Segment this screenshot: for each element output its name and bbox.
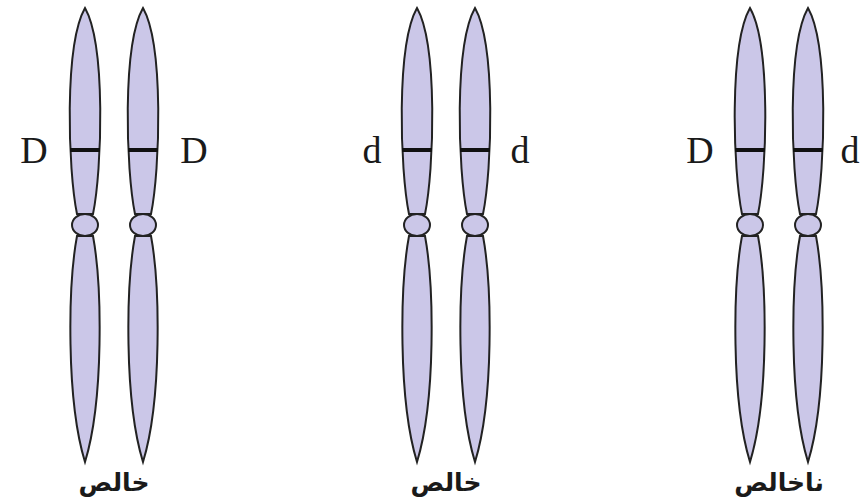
gene-locus-band: [460, 148, 490, 152]
chromosome-arm: [793, 236, 822, 462]
centromere: [795, 214, 821, 236]
genotype-caption: ناخالص: [734, 469, 824, 497]
genotype-caption: خالص: [79, 469, 150, 497]
allele-letter: d: [511, 131, 530, 169]
allele-letter: D: [180, 131, 207, 169]
chromosome-arm: [70, 8, 101, 214]
chromosome-arm: [70, 236, 99, 462]
chromosome-arm: [460, 8, 491, 214]
allele-letter: D: [686, 131, 713, 169]
allele-letter: d: [363, 131, 382, 169]
allele-letter: d: [841, 131, 860, 169]
gene-locus-band: [70, 148, 100, 152]
allele-letter: D: [20, 131, 47, 169]
chromosome-arm: [735, 236, 764, 462]
gene-locus-band: [128, 148, 158, 152]
chromosome-arm: [128, 8, 159, 214]
chromosome-arm: [402, 8, 433, 214]
chromosome-arm: [402, 236, 431, 462]
gene-locus-band: [402, 148, 432, 152]
chromosome-arm: [735, 8, 766, 214]
chromosome-arm: [793, 8, 824, 214]
centromere: [737, 214, 763, 236]
chromosome-arm: [460, 236, 489, 462]
centromere: [404, 214, 430, 236]
gene-locus-band: [793, 148, 823, 152]
gene-locus-band: [735, 148, 765, 152]
centromere: [462, 214, 488, 236]
centromere: [130, 214, 156, 236]
centromere: [72, 214, 98, 236]
genotype-caption: خالص: [411, 469, 482, 497]
chromosome-arm: [128, 236, 157, 462]
